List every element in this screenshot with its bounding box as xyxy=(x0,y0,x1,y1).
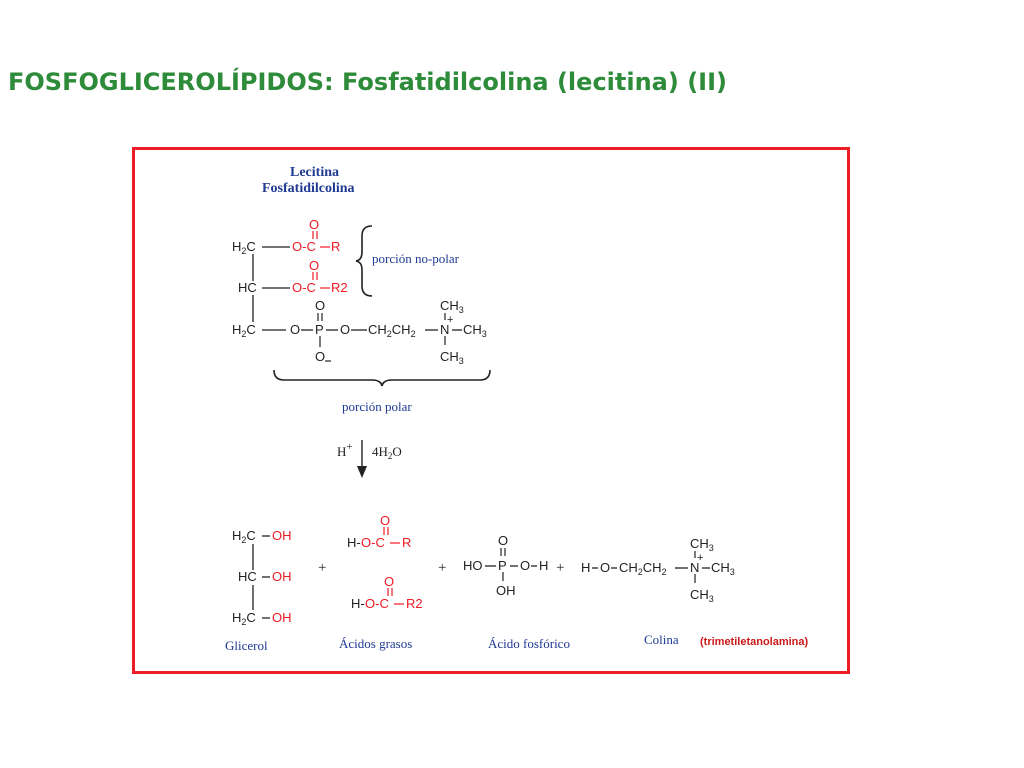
svg-text:H-: H- xyxy=(347,535,361,550)
plus-sign: + xyxy=(438,560,446,576)
svg-text:H-: H- xyxy=(351,596,365,611)
svg-text:H2C: H2C xyxy=(232,528,256,545)
svg-text:HC: HC xyxy=(238,569,257,584)
svg-text:+: + xyxy=(697,552,703,564)
svg-text:CH3: CH3 xyxy=(440,298,464,315)
polar-label: porción polar xyxy=(342,399,412,414)
svg-text:O-C: O-C xyxy=(365,596,389,611)
slide-title: FOSFOGLICEROLÍPIDOS: Fosfatidilcolina (l… xyxy=(8,68,727,96)
svg-text:P: P xyxy=(315,322,324,337)
phosphoric-acid-label: Ácido fosfórico xyxy=(488,636,570,651)
svg-text:HO: HO xyxy=(463,558,483,573)
svg-text:CH3: CH3 xyxy=(440,349,464,366)
svg-text:R: R xyxy=(402,535,411,550)
plus-sign: + xyxy=(318,560,326,576)
diagram-frame xyxy=(132,147,850,674)
reaction-conditions: H+ 4H2O xyxy=(337,441,402,461)
svg-text:O: O xyxy=(315,298,325,313)
svg-text:O: O xyxy=(600,560,610,575)
phosphoric-acid-structure: HO P O O H OH xyxy=(463,533,548,598)
nonpolar-label: porción no-polar xyxy=(372,251,460,266)
svg-text:O-C: O-C xyxy=(292,239,316,254)
svg-text:N: N xyxy=(690,560,699,575)
svg-text:CH3: CH3 xyxy=(463,322,487,339)
catalyst-label: H xyxy=(337,444,346,459)
glycerol-label: Glicerol xyxy=(225,638,268,653)
arrow-head-icon xyxy=(357,466,367,478)
svg-text:H2C: H2C xyxy=(232,610,256,627)
svg-text:O-C: O-C xyxy=(361,535,385,550)
polar-brace xyxy=(273,369,491,387)
choline-structure: H O CH2CH2 N + CH3 CH3 CH3 xyxy=(581,536,735,604)
hc-label: HC xyxy=(238,280,257,295)
svg-text:O: O xyxy=(309,217,319,232)
svg-text:H+: H+ xyxy=(337,441,353,459)
ester-group-1: O-C O R xyxy=(292,217,340,254)
svg-text:CH3: CH3 xyxy=(690,587,714,604)
svg-text:CH2CH2: CH2CH2 xyxy=(368,322,416,339)
plus-sign: + xyxy=(556,560,564,576)
choline-alt-label: (trimetiletanolamina) xyxy=(700,636,809,648)
svg-text:O-C: O-C xyxy=(292,280,316,295)
svg-text:R2: R2 xyxy=(406,596,423,611)
glycerol-structure: H2C OH HC OH H2C OH xyxy=(232,528,292,627)
svg-text:H: H xyxy=(539,558,548,573)
lecithin-name-alt: Fosfatidilcolina xyxy=(262,181,355,196)
fatty-acids-structure: H- O-C O R H- O-C O R2 xyxy=(347,513,423,611)
svg-text:CH2CH2: CH2CH2 xyxy=(619,560,667,577)
svg-text:O: O xyxy=(498,533,508,548)
choline-label: Colina xyxy=(644,632,679,647)
svg-text:O: O xyxy=(380,513,390,528)
lecithin-name: Lecitina xyxy=(290,165,339,180)
svg-text:N: N xyxy=(440,322,449,337)
svg-text:O: O xyxy=(340,322,350,337)
svg-text:OH: OH xyxy=(272,569,292,584)
svg-text:H: H xyxy=(581,560,590,575)
svg-text:OH: OH xyxy=(496,583,516,598)
svg-text:O: O xyxy=(309,258,319,273)
fatty-acids-label: Ácidos grasos xyxy=(339,636,412,651)
svg-text:O: O xyxy=(290,322,300,337)
h2c-top-label: H2C xyxy=(232,239,256,256)
svg-text:R: R xyxy=(331,239,340,254)
svg-text:O: O xyxy=(315,349,325,364)
h2c-bottom-label: H2C xyxy=(232,322,256,339)
svg-text:OH: OH xyxy=(272,528,292,543)
svg-text:CH3: CH3 xyxy=(690,536,714,553)
svg-text:4H2O: 4H2O xyxy=(372,444,402,461)
svg-text:O: O xyxy=(520,558,530,573)
svg-text:CH3: CH3 xyxy=(711,560,735,577)
svg-text:R2: R2 xyxy=(331,280,348,295)
svg-text:P: P xyxy=(498,558,507,573)
svg-text:+: + xyxy=(447,314,453,326)
nonpolar-brace xyxy=(355,225,373,297)
lecithin-structure: H2C O-C O R HC O-C O R2 H2C O P O xyxy=(232,217,487,366)
svg-text:OH: OH xyxy=(272,610,292,625)
svg-text:O: O xyxy=(384,574,394,589)
water-label: 4H xyxy=(372,444,388,459)
ester-group-2: O-C O R2 xyxy=(292,258,348,295)
